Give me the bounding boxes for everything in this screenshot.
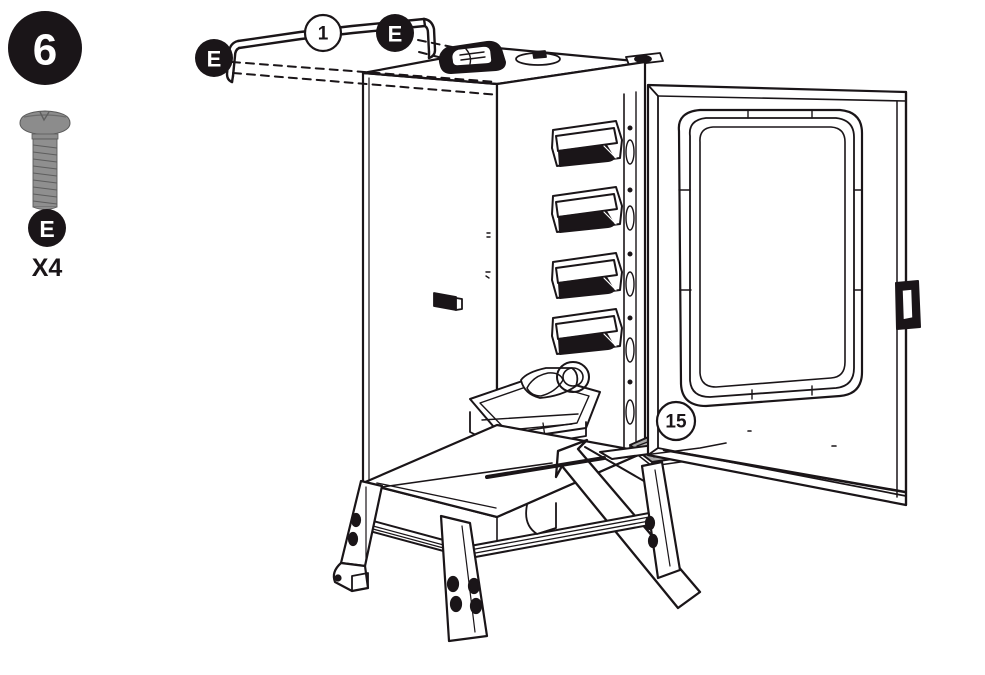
step-number-label: 6 [33,26,57,75]
cabinet-lower-edge-bar [381,456,606,488]
hardware-letter-label: E [39,216,54,242]
callout-handle-label: 1 [318,24,329,45]
control-panel-module [438,40,506,74]
rack-rail-slots [625,125,635,425]
rack-support-1 [551,120,623,167]
callout-grease-tray-15: 15 [655,400,697,442]
rack-support-4 [551,308,623,355]
cabinet-side-latch [433,292,463,311]
callout-screw-right-label: E [388,22,403,47]
rack-support-2 [551,186,623,233]
rack-support-3 [551,252,623,299]
callout-screw-left-E: E [195,39,233,77]
wood-chip-tray [469,361,601,450]
top-rear-bracket [625,52,664,66]
hardware-quantity-label: X4 [32,254,63,282]
door-bottom-lip [611,442,907,494]
leg-front-left [332,479,384,593]
hardware-letter-badge: E [28,209,66,247]
door-surface-mark [747,430,837,447]
cabinet-interior-marks [485,232,491,279]
parts-panel: 6 [8,11,82,282]
callout-grease-tray-label: 15 [665,412,687,433]
callout-handle-1: 1 [303,13,343,53]
step-number-badge: 6 [8,11,82,85]
door-window-frame [677,108,864,408]
screw-icon [19,110,71,210]
top-vent-damper [515,50,561,66]
leg-rear-right [640,460,682,580]
callout-screw-left-label: E [207,47,222,72]
leg-front-center [439,514,489,643]
door-latch-handle [895,280,921,330]
base-underside-detail [525,502,557,535]
callout-screw-right-E: E [376,14,414,52]
